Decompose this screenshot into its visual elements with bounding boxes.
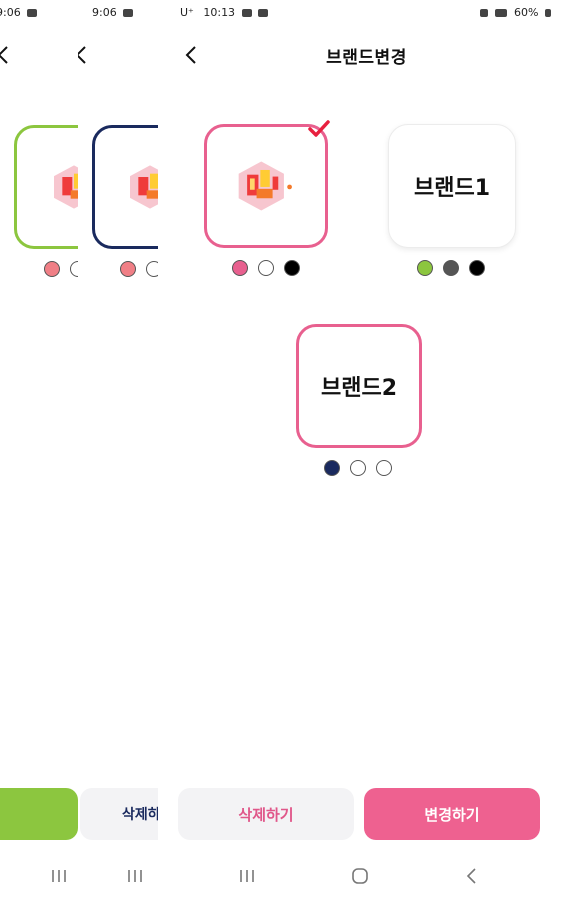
back-button[interactable] [182, 44, 202, 66]
color-dot [284, 260, 300, 276]
status-bar: 9:06 [0, 6, 38, 19]
change-button-label: 변경하기 [424, 806, 480, 824]
status-bar: 9:06 [92, 6, 134, 19]
delete-button-label: 삭제하기 [238, 806, 294, 824]
page-title: 브랜드변경 [326, 48, 407, 68]
brand-card-logo[interactable] [204, 124, 328, 248]
status-time: 9:06 [0, 6, 21, 19]
recents-icon[interactable] [50, 868, 68, 884]
color-dot [232, 260, 248, 276]
battery-level: 60% [514, 6, 539, 19]
delete-button-label: 삭제하 [122, 807, 158, 823]
chevron-left-icon [78, 46, 86, 64]
recents-icon[interactable] [238, 868, 256, 884]
notification-icon [123, 9, 134, 17]
previous-screen-1: 9:06 [0, 0, 78, 900]
back-button[interactable] [78, 44, 92, 66]
brand-colors-logo [232, 260, 300, 276]
status-right: 60% [477, 6, 551, 19]
color-dot [443, 260, 459, 276]
change-button[interactable] [0, 788, 78, 840]
checkmark-icon [308, 120, 330, 137]
brand-colors-1 [417, 260, 485, 276]
color-dot [469, 260, 485, 276]
nav-back-icon[interactable] [464, 866, 480, 886]
color-dot [258, 260, 274, 276]
status-carrier: U⁺ [180, 6, 194, 19]
home-icon[interactable] [350, 866, 370, 886]
delete-button[interactable]: 삭제하 [80, 788, 158, 840]
chevron-left-icon [185, 46, 196, 64]
brand-colors-2 [324, 460, 392, 476]
brand-name: 브랜드2 [320, 376, 398, 401]
chevron-left-icon [0, 46, 8, 64]
color-dot [350, 460, 366, 476]
brand-logo-icon [54, 165, 78, 209]
color-dot [417, 260, 433, 276]
notification-icon [27, 9, 38, 17]
color-dots [44, 261, 78, 277]
color-dot [146, 261, 158, 277]
delete-button[interactable]: 삭제하기 [178, 788, 354, 840]
brand-card-2[interactable]: 브랜드2 [296, 324, 422, 448]
color-dots [120, 261, 158, 277]
brand-card-1[interactable]: 브랜드1 [388, 124, 516, 248]
color-dot [120, 261, 136, 277]
notification-icon [258, 9, 269, 17]
battery-icon [545, 9, 551, 17]
cloud-icon [241, 9, 252, 17]
screen-gap [158, 0, 172, 900]
brand-change-screen: U⁺ 10:13 60% 브랜드변경 브랜드1 [172, 0, 561, 900]
previous-screen-2: 9:06 삭제하 [78, 0, 158, 900]
status-time: 10:13 [203, 6, 236, 19]
back-button[interactable] [0, 44, 14, 66]
color-dot [324, 460, 340, 476]
brand-card[interactable] [14, 125, 78, 249]
status-bar: U⁺ 10:13 [180, 6, 269, 19]
mute-icon [480, 9, 489, 17]
brand-name: 브랜드1 [413, 176, 491, 201]
brand-card[interactable] [92, 125, 158, 249]
signal-icon [494, 9, 507, 17]
color-dot [44, 261, 60, 277]
color-dot [70, 261, 78, 277]
status-time: 9:06 [92, 6, 117, 19]
brand-logo-icon [238, 161, 292, 211]
color-dot [376, 460, 392, 476]
change-button[interactable]: 변경하기 [364, 788, 540, 840]
recents-icon[interactable] [126, 868, 144, 884]
brand-logo-icon [130, 165, 158, 209]
